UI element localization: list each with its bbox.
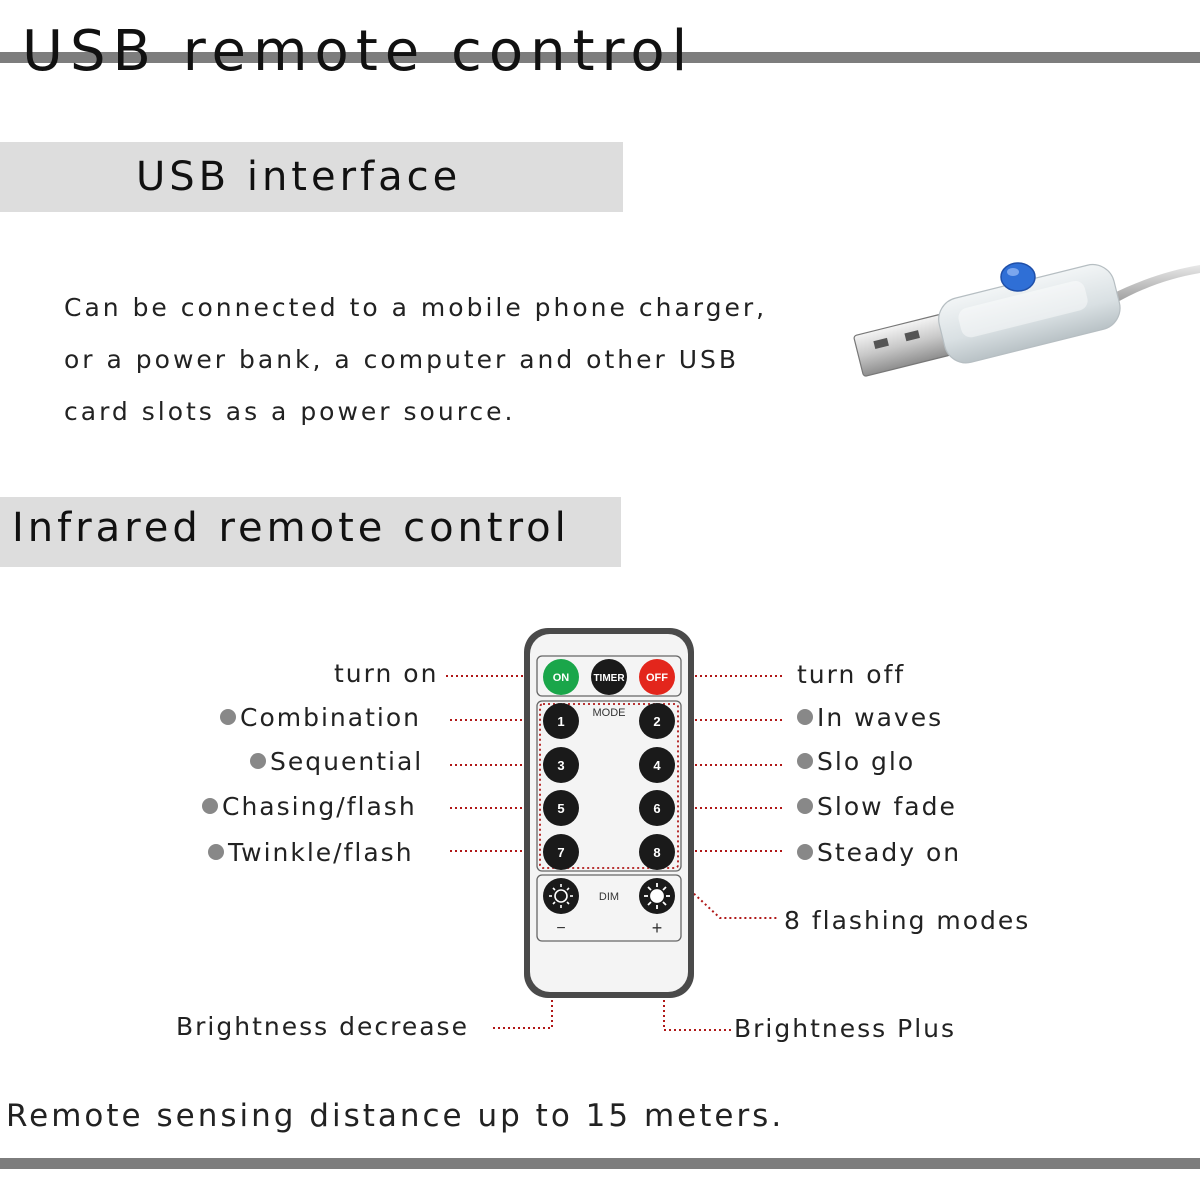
mode-button-5-label: 5 [557, 801, 564, 816]
usb-cable [1110, 265, 1200, 304]
mode-button-2[interactable] [639, 703, 675, 739]
sun-filled-icon [644, 883, 670, 909]
leader-flashing-modes [661, 861, 778, 919]
bullet-dot [797, 844, 813, 860]
mode-button-8[interactable] [639, 834, 675, 870]
dim-plus-label: + [652, 918, 663, 938]
label-slow-fade: Slow fade [797, 792, 957, 822]
bullet-dot [202, 798, 218, 814]
label-steady-on: Steady on [797, 838, 961, 868]
ir-section-band: Infrared remote control [0, 497, 621, 567]
usb-dongle-image [853, 262, 1200, 377]
label-combination: Combination [220, 703, 421, 733]
usb-description-line: card slots as a power source. [64, 397, 516, 426]
mode-button-3[interactable] [543, 747, 579, 783]
mode-button-6[interactable] [639, 790, 675, 826]
label-slo-glo: Slo glo [797, 747, 915, 777]
bullet-dot [220, 709, 236, 725]
label-chasing: Chasing/flash [202, 792, 417, 822]
usb-section-heading: USB interface [136, 154, 462, 200]
bullet-dot [797, 709, 813, 725]
label-brightness-plus: Brightness Plus [734, 1014, 957, 1043]
dim-label: DIM [599, 891, 619, 903]
mode-button-7-label: 7 [557, 845, 564, 860]
title-rule [0, 52, 1200, 63]
mode-button-6-label: 6 [653, 801, 660, 816]
dim-plus-button[interactable] [639, 878, 675, 914]
bullet-dot [250, 753, 266, 769]
timer-button[interactable]: TIMER [591, 659, 627, 695]
bottom-rule [0, 1158, 1200, 1169]
mode-label: MODE [593, 707, 626, 719]
label-in-waves: In waves [797, 703, 943, 733]
sun-outline-icon [549, 884, 573, 908]
usb-description: Can be connected to a mobile phone charg… [64, 282, 784, 438]
label-flashing-modes: 8 flashing modes [784, 906, 1031, 935]
bullet-dot [797, 753, 813, 769]
mode-button-1[interactable] [543, 703, 579, 739]
dim-minus-button[interactable] [543, 878, 579, 914]
dim-minus-label: − [556, 920, 565, 937]
timer-button-label: TIMER [593, 673, 625, 684]
mode-buttons-outline [539, 703, 679, 869]
mode-button-5[interactable] [543, 790, 579, 826]
on-button-label: ON [553, 672, 570, 684]
label-sequential: Sequential [250, 747, 423, 777]
usb-description-line: or a power bank, a computer and other US… [64, 345, 740, 374]
remote-diagram: ON TIMER OFF MODE 1 2 3 4 5 6 7 8 [446, 628, 784, 1031]
usb-description-line: Can be connected to a mobile phone charg… [64, 293, 768, 322]
mode-button-1-label: 1 [557, 714, 564, 729]
label-turn-off: turn off [797, 660, 906, 689]
usb-plug [853, 314, 951, 377]
mode-button-7[interactable] [543, 834, 579, 870]
page-title: USB remote control [22, 19, 695, 84]
mode-button-8-label: 8 [653, 845, 660, 860]
off-button[interactable]: OFF [639, 659, 675, 695]
usb-button-icon [1000, 262, 1036, 292]
mode-button-3-label: 3 [557, 758, 564, 773]
ir-section-heading: Infrared remote control [12, 505, 570, 551]
footer-note: Remote sensing distance up to 15 meters. [6, 1098, 785, 1134]
label-turn-on: turn on [334, 659, 439, 688]
on-button[interactable]: ON [543, 659, 579, 695]
bullet-dot [797, 798, 813, 814]
label-brightness-decrease: Brightness decrease [176, 1012, 469, 1041]
mode-button-2-label: 2 [653, 714, 660, 729]
bullet-dot [208, 844, 224, 860]
usb-section-band: USB interface [0, 142, 623, 212]
label-twinkle: Twinkle/flash [208, 838, 414, 868]
off-button-label: OFF [646, 672, 668, 684]
mode-button-4[interactable] [639, 747, 675, 783]
mode-button-4-label: 4 [653, 758, 661, 773]
